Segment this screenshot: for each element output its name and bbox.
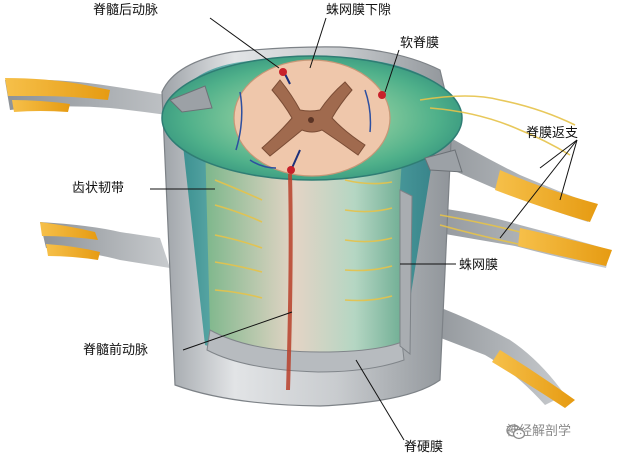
left-dural-sleeve bbox=[169, 85, 213, 113]
upper-right-nerve-root bbox=[420, 120, 598, 222]
anterior-spinal-artery-dot bbox=[287, 166, 295, 174]
posterior-spinal-artery-dot bbox=[279, 68, 287, 76]
leader-lines bbox=[150, 17, 578, 441]
posterior-spinal-artery-dot-2 bbox=[378, 91, 386, 99]
gray-matter bbox=[261, 79, 366, 157]
central-canal bbox=[308, 117, 314, 123]
label-denticulate-ligament: 齿状韧带 bbox=[72, 181, 125, 196]
right-dural-sleeve bbox=[424, 149, 463, 173]
arteries bbox=[279, 68, 386, 391]
surface-vessels bbox=[235, 89, 372, 169]
wechat-icon bbox=[506, 424, 526, 440]
label-subarachnoid-space: 蛛网膜下隙 bbox=[326, 3, 392, 18]
label-posterior-spinal-artery: 脊髓后动脉 bbox=[93, 3, 159, 18]
label-meningeal-branch: 脊膜返支 bbox=[526, 126, 579, 141]
dura-side-edge bbox=[399, 189, 413, 356]
lower-left-nerve-root bbox=[40, 222, 170, 268]
label-anterior-spinal-artery: 脊髓前动脉 bbox=[83, 343, 149, 358]
lower-right-nerve-root bbox=[420, 300, 575, 408]
label-dura-mater: 脊硬膜 bbox=[404, 440, 444, 455]
label-arachnoid-mater: 蛛网膜 bbox=[459, 258, 499, 273]
upper-left-nerve-root bbox=[5, 78, 200, 120]
right-mid-nerve-root bbox=[410, 205, 612, 268]
rootlets bbox=[214, 95, 576, 302]
dura-cut-edge bbox=[206, 329, 405, 373]
watermark: 神经解剖学 bbox=[506, 424, 571, 440]
label-pia-mater: 软脊膜 bbox=[400, 36, 440, 51]
